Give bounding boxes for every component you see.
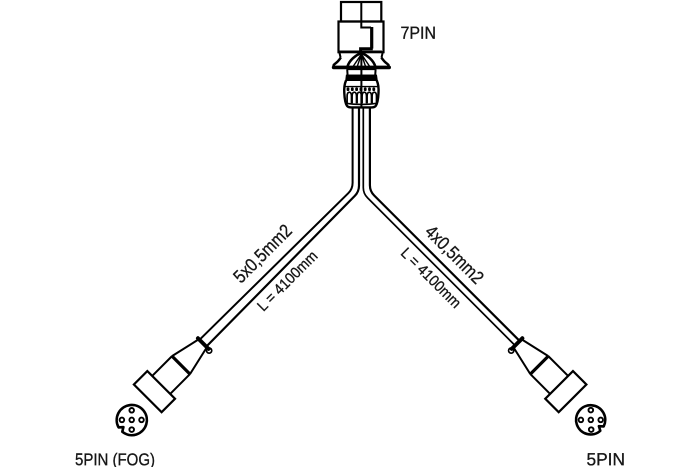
svg-text:7PIN: 7PIN [400,23,436,43]
svg-text:5PIN: 5PIN [586,449,625,467]
svg-text:5PIN (FOG): 5PIN (FOG) [75,450,155,467]
